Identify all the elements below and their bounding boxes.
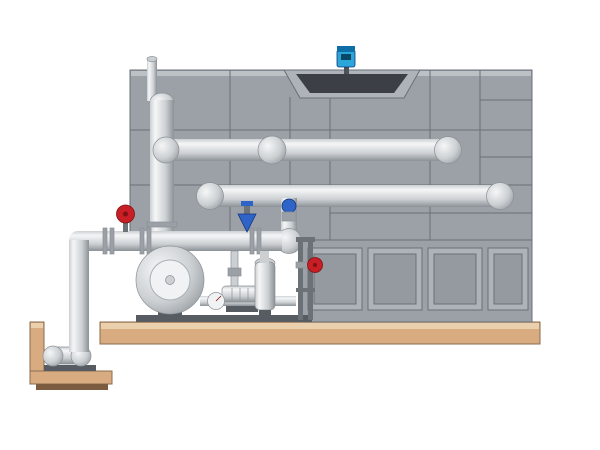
red-valve-hub	[123, 211, 128, 217]
riser-pipe	[146, 92, 178, 240]
drop-pipe-to-sump	[69, 231, 96, 352]
concrete-platform	[99, 321, 541, 345]
dosing-vessel	[254, 261, 276, 311]
frame-post	[298, 237, 303, 320]
manifold-flange	[256, 227, 262, 255]
lower-pipe-end-sphere	[486, 182, 514, 210]
motor-feet	[226, 306, 258, 312]
gauge-needle	[215, 295, 222, 302]
vent-pipe-cap	[146, 56, 158, 62]
platform-top-surface	[101, 323, 539, 329]
upper-distribution-pipe	[152, 135, 462, 165]
volute-hub	[165, 275, 175, 285]
blue-control-valve	[281, 198, 297, 214]
louver-inset	[493, 253, 523, 305]
diaphragm-valve-stem	[244, 205, 250, 214]
pit-floor	[29, 370, 113, 385]
upper-pipe-body	[161, 139, 449, 161]
frame-top-bar	[296, 237, 315, 242]
manifold-flange	[109, 227, 115, 255]
manifold-flange	[146, 227, 152, 255]
louver-panel	[427, 247, 483, 311]
sensor-window	[341, 54, 351, 60]
upper-pipe-end-sphere	[434, 136, 462, 164]
manifold-flange	[139, 227, 145, 255]
manifold-flange	[102, 227, 108, 255]
upper-pipe-tee-sphere	[152, 136, 180, 164]
control-valve-body	[281, 211, 297, 222]
vent-pipe	[146, 56, 158, 101]
drop-pipe-body	[69, 240, 89, 352]
sump-pump-flange-left	[42, 345, 64, 367]
basin-opening	[296, 74, 408, 93]
louver-panel	[487, 247, 529, 311]
lower-pipe-elbow-sphere	[196, 182, 224, 210]
manifold-flange	[249, 227, 255, 255]
blue-diaphragm-valve	[237, 213, 257, 233]
frame-post	[308, 237, 313, 320]
louver-panel	[307, 247, 363, 311]
bypass-valve-hub	[313, 263, 317, 267]
louver-inset	[373, 253, 417, 305]
red-valve-stem	[123, 215, 128, 232]
level-sensor	[336, 46, 356, 74]
diaphragm-valve-cap	[241, 201, 253, 206]
pit-left-wall-top	[31, 323, 43, 328]
bay-check-valve	[227, 267, 242, 277]
louver-inset	[433, 253, 477, 305]
riser-body	[150, 100, 174, 240]
vessel-pedestal	[259, 310, 271, 315]
cooling-tower-casing	[129, 46, 533, 323]
sensor-cap	[337, 46, 355, 52]
upper-pipe-coupling-sphere	[257, 135, 287, 165]
vent-pipe-body	[147, 59, 157, 101]
discharge-riser	[276, 198, 302, 254]
pump-skid	[136, 315, 312, 322]
frame-mid-bar	[296, 288, 315, 292]
pump-skid-assembly	[135, 237, 323, 322]
louver-panel	[367, 247, 423, 311]
sensor-stem	[344, 66, 349, 74]
riser-flange	[146, 221, 178, 228]
vessel-connector	[260, 251, 269, 263]
suction-manifold	[84, 201, 282, 255]
top-basin-opening	[283, 69, 421, 99]
sump-pump-base	[44, 365, 96, 371]
louver-panels	[307, 247, 529, 311]
pit-base	[36, 384, 108, 390]
manifold-body	[84, 231, 282, 251]
